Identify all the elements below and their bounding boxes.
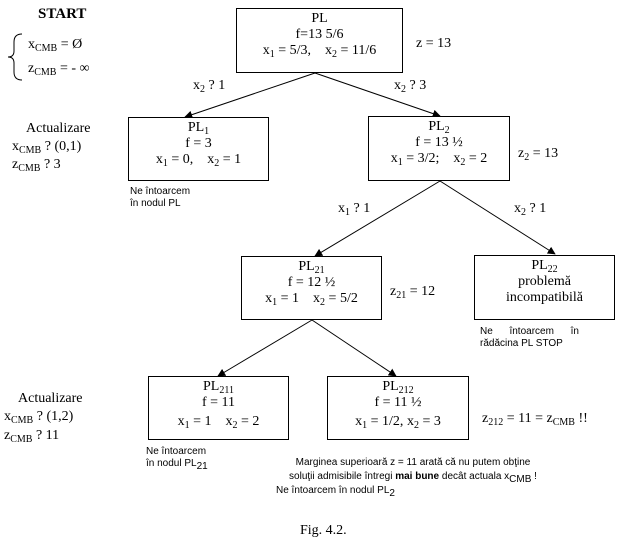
figure-caption: Fig. 4.2. xyxy=(300,523,347,538)
node-pl2: PL2 f = 13 ½ x1 = 3/2; x2 = 2 xyxy=(368,116,510,181)
start-xcmb: xCMB = Ø xyxy=(28,37,83,54)
node-pl: PL f=13 5/6 x1 = 5/3, x2 = 11/6 xyxy=(236,8,403,73)
note-return-pl21: Ne întoarcem în nodul PL21 xyxy=(146,446,208,472)
node-pl2-f: f = 13 ½ xyxy=(415,135,463,150)
node-pl1: PL1 f = 3 x1 = 0, x2 = 1 xyxy=(128,117,269,181)
node-pl212-name: PL212 xyxy=(382,379,414,396)
update-2-xcmb: xCMB ? (1,2) xyxy=(4,409,74,426)
edge-label-x2-ge-3: x2 ? 3 xyxy=(394,78,427,95)
edge-label-x2-le-1: x2 ? 1 xyxy=(193,78,226,95)
edge-pl2-pl21 xyxy=(314,180,441,257)
update-2-zcmb: zCMB ? 11 xyxy=(4,428,60,445)
node-pl22: PL22 problemă incompatibilă xyxy=(474,255,615,320)
node-pl211-f: f = 11 xyxy=(201,395,236,410)
z-label-pl2: z2 = 13 xyxy=(518,146,559,163)
edge-pl21-pl211 xyxy=(217,319,313,377)
z-label-pl212: z212 = 11 = zCMB !! xyxy=(482,411,588,428)
edge-label-x1-le-1: x1 ? 1 xyxy=(338,201,371,218)
edge-label-x2-ge-1: x2 ? 1 xyxy=(514,201,547,218)
node-pl-sol: x1 = 5/3, x2 = 11/6 xyxy=(262,43,377,60)
node-pl-f: f=13 5/6 xyxy=(295,27,344,42)
start-title: START xyxy=(38,6,87,22)
node-pl2-name: PL2 xyxy=(428,119,450,136)
node-pl211: PL211 f = 11 x1 = 1 x2 = 2 xyxy=(148,376,289,440)
node-pl21: PL21 f = 12 ½ x1 = 1 x2 = 5/2 xyxy=(241,256,382,320)
node-pl-name: PL xyxy=(311,11,328,26)
note-return-pl: Ne întoarcem în nodul PL xyxy=(130,186,191,209)
update-1-zcmb: zCMB ? 3 xyxy=(12,157,61,174)
node-pl2-sol: x1 = 3/2; x2 = 2 xyxy=(390,151,488,168)
edge-pl21-pl212 xyxy=(311,319,397,377)
edge-pl-pl1 xyxy=(184,72,316,119)
node-pl211-name: PL211 xyxy=(203,379,234,396)
node-pl212: PL212 f = 11 ½ x1 = 1/2, x2 = 3 xyxy=(327,376,469,440)
update-1-xcmb: xCMB ? (0,1) xyxy=(12,139,82,156)
node-pl212-sol: x1 = 1/2, x2 = 3 xyxy=(355,414,441,431)
update-1-title: Actualizare xyxy=(26,121,91,136)
node-pl1-f: f = 3 xyxy=(185,136,212,151)
node-pl21-f: f = 12 ½ xyxy=(287,275,336,290)
node-pl211-sol: x1 = 1 x2 = 2 xyxy=(177,414,260,431)
node-pl1-name: PL1 xyxy=(187,120,210,137)
start-zcmb: zCMB = - ∞ xyxy=(28,61,90,78)
edge-pl-pl2 xyxy=(314,72,441,118)
node-pl21-name: PL21 xyxy=(298,259,325,276)
note-upper-bound: Marginea superioară z = 11 arată că nu p… xyxy=(276,457,537,499)
node-pl212-f: f = 11 ½ xyxy=(374,395,422,410)
node-pl22-status-2: incompatibilă xyxy=(506,290,583,305)
note-return-root-stop: Ne întoarcem în rădăcina PL STOP xyxy=(480,326,579,349)
node-pl22-name: PL22 xyxy=(531,258,558,275)
node-pl1-sol: x1 = 0, x2 = 1 xyxy=(155,152,242,169)
node-pl22-status: problemă xyxy=(518,274,571,289)
left-brace-icon xyxy=(7,33,23,81)
update-2-title: Actualizare xyxy=(18,391,83,406)
node-pl21-sol: x1 = 1 x2 = 5/2 xyxy=(265,291,358,308)
edge-pl2-pl22 xyxy=(439,180,556,255)
z-label-pl21: z21 = 12 xyxy=(390,284,436,301)
z-label-root: z = 13 xyxy=(416,36,452,51)
